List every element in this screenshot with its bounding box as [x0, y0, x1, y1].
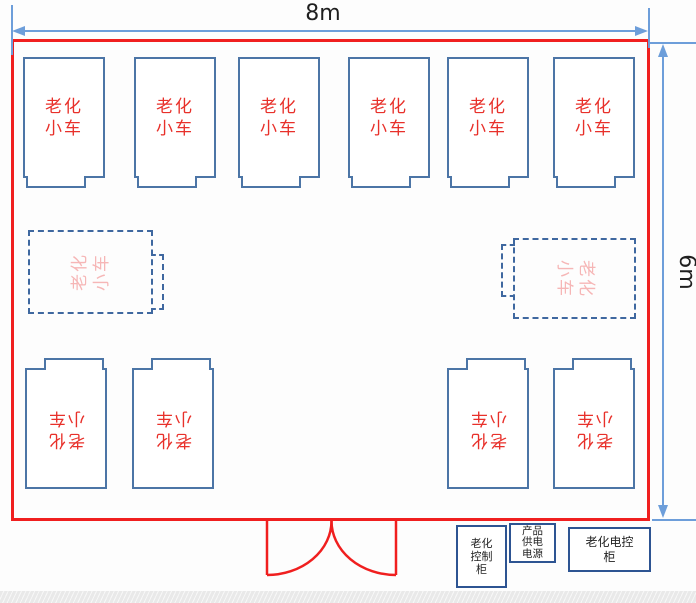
cart-base-tab: [351, 176, 411, 188]
reserved-cart-label: 老化小车: [69, 253, 112, 291]
aging-cart: 老化小车: [238, 57, 320, 188]
aging-cart-label: 老化小车: [260, 96, 298, 139]
aging-cart: 老化小车: [553, 57, 635, 188]
cabinet-label-line: 老化: [470, 537, 493, 550]
cart-base-tab: [151, 358, 211, 370]
height-dimension-label: 6m: [674, 254, 696, 290]
cart-base-tab: [44, 358, 104, 370]
cart-base-tab: [501, 244, 515, 297]
aging-cart-label: 老化小车: [370, 96, 408, 139]
product-power-supply: 产品 供电 电源: [509, 523, 556, 563]
aging-cart: 老化小车: [132, 358, 214, 489]
cart-base-tab: [572, 358, 632, 370]
aging-cart-label: 老化小车: [469, 407, 507, 450]
reserved-aging-cart-slot: 老化小车: [501, 238, 636, 319]
reserved-cart-label: 老化小车: [553, 259, 596, 298]
width-dimension-label: 8m: [305, 1, 341, 26]
aging-cart-label: 老化小车: [575, 96, 613, 139]
cart-base-tab: [137, 176, 197, 188]
door-swing-right: [330, 520, 397, 577]
aging-cart-label: 老化小车: [575, 407, 613, 450]
cart-base-tab: [241, 176, 301, 188]
cabinet-label-line: 电源: [522, 547, 543, 560]
cabinet-label-line: 产品: [522, 524, 543, 537]
bottom-page-strip: [0, 591, 696, 603]
aging-cart: 老化小车: [447, 57, 529, 188]
aging-control-cabinet: 老化 控制 柜: [456, 525, 507, 588]
room-outline: [11, 39, 650, 521]
aging-cart: 老化小车: [25, 358, 107, 489]
aging-cart-label: 老化小车: [47, 407, 85, 450]
aging-electric-control-cabinet: 老化电控 柜: [568, 527, 651, 572]
aging-cart-label: 老化小车: [469, 96, 507, 139]
cabinet-label-line: 柜: [603, 549, 616, 564]
arrow-up-icon: [658, 44, 668, 57]
aging-cart-label: 老化小车: [45, 96, 83, 139]
aging-cart: 老化小车: [134, 57, 216, 188]
aging-cart-label: 老化小车: [156, 96, 194, 139]
cabinet-label-line: 柜: [476, 563, 487, 576]
cabinet-label-line: 控制: [470, 550, 493, 563]
cart-base-tab: [26, 176, 86, 188]
aging-cart: 老化小车: [447, 358, 529, 489]
door-swing-left: [266, 520, 333, 577]
reserved-aging-cart-slot: 老化小车: [28, 230, 164, 314]
aging-cart: 老化小车: [348, 57, 430, 188]
aging-cart: 老化小车: [553, 358, 635, 489]
cabinet-label-line: 老化电控: [585, 534, 634, 549]
arrow-down-icon: [658, 505, 668, 518]
aging-cart: 老化小车: [23, 57, 105, 188]
arrow-right-icon: [635, 26, 648, 36]
cart-base-tab: [151, 254, 164, 310]
double-door: [265, 520, 398, 577]
arrow-left-icon: [12, 26, 25, 36]
cart-base-tab: [556, 176, 616, 188]
cabinet-label-line: 供电: [522, 536, 543, 549]
cart-base-tab: [450, 176, 510, 188]
cart-base-tab: [466, 358, 526, 370]
aging-cart-label: 老化小车: [154, 407, 192, 450]
